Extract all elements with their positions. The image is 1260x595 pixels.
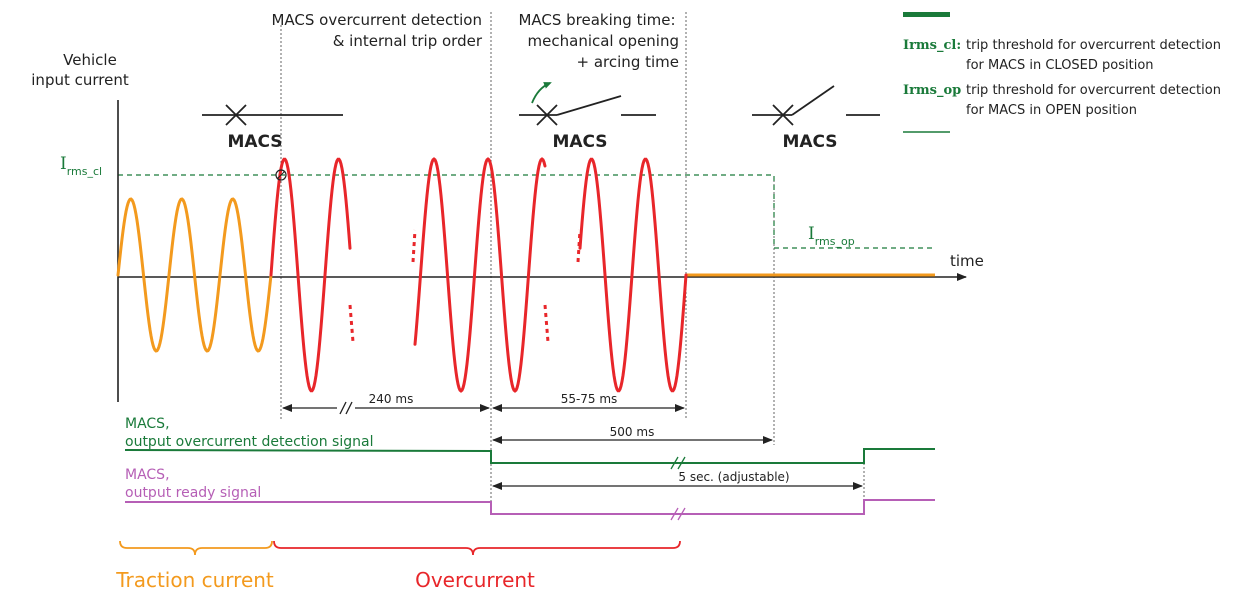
overcurrent-wave-segment-1 xyxy=(269,157,352,393)
overcurrent-wave-segment-3 xyxy=(578,157,688,393)
legend-swatch-closed xyxy=(903,12,950,17)
breaking-label-line3: + arcing time xyxy=(577,53,679,71)
traction-bracket xyxy=(119,540,273,556)
breaker-opening-symbol xyxy=(519,95,656,126)
x-axis-label: time xyxy=(950,252,984,270)
traction-phase-label: Traction current xyxy=(115,568,274,592)
legend-closed-line2: for MACS in CLOSED position xyxy=(966,58,1154,73)
legend-closed-key: Irms_cl: xyxy=(903,38,961,53)
breaker-closed-symbol xyxy=(202,104,343,126)
y-axis-label-line2: input current xyxy=(31,71,129,89)
breaking-label-line2: mechanical opening xyxy=(528,32,679,50)
detection-signal-label-line1: MACS, xyxy=(125,416,170,432)
detection-point-marker xyxy=(275,169,287,181)
breaking-label-line1: MACS breaking time: xyxy=(518,11,675,29)
ready-signal-label-line2: output ready signal xyxy=(125,485,261,501)
axes xyxy=(117,100,967,402)
overcurrent-wave-segment-2 xyxy=(413,157,547,393)
y-axis-label-line1: Vehicle xyxy=(63,51,117,69)
detection-signal-label-line2: output overcurrent detection signal xyxy=(125,434,373,450)
wave-continuation-marks xyxy=(348,229,582,343)
breaker-label-2: MACS xyxy=(552,132,607,152)
threshold-closed-label: Irms_cl xyxy=(60,154,102,178)
legend-open-line2: for MACS in OPEN position xyxy=(966,103,1137,118)
duration-breaking-label: 55-75 ms xyxy=(561,392,618,406)
detection-label-line1: MACS overcurrent detection xyxy=(271,11,482,29)
legend: Irms_cl: trip threshold for overcurrent … xyxy=(903,12,1221,133)
legend-open-key: Irms_op xyxy=(903,83,961,98)
legend-open-line1: trip threshold for overcurrent detection xyxy=(966,83,1221,98)
duration-detection-label: 240 ms xyxy=(369,392,414,406)
duration-ready-label: 5 sec. (adjustable) xyxy=(678,470,789,484)
opening-motion-arrow-icon xyxy=(531,82,552,104)
ready-signal-label-line1: MACS, xyxy=(125,467,170,483)
time-break-marks xyxy=(339,401,353,415)
traction-current-wave xyxy=(116,197,273,353)
overcurrent-bracket xyxy=(273,540,681,556)
ready-signal-trace xyxy=(125,499,935,521)
overcurrent-phase-label: Overcurrent xyxy=(415,568,535,592)
threshold-closed-line xyxy=(118,174,932,249)
legend-closed-line1: trip threshold for overcurrent detection xyxy=(966,38,1221,53)
breaker-label-1: MACS xyxy=(227,132,282,152)
detection-label-line2: & internal trip order xyxy=(333,32,483,50)
breaker-open-symbol xyxy=(752,85,880,126)
threshold-open-label: Irms_op xyxy=(808,224,855,248)
breaker-label-3: MACS xyxy=(782,132,837,152)
duration-arrows xyxy=(282,404,863,490)
duration-signal-label: 500 ms xyxy=(610,425,655,439)
detection-signal-trace xyxy=(124,448,935,470)
